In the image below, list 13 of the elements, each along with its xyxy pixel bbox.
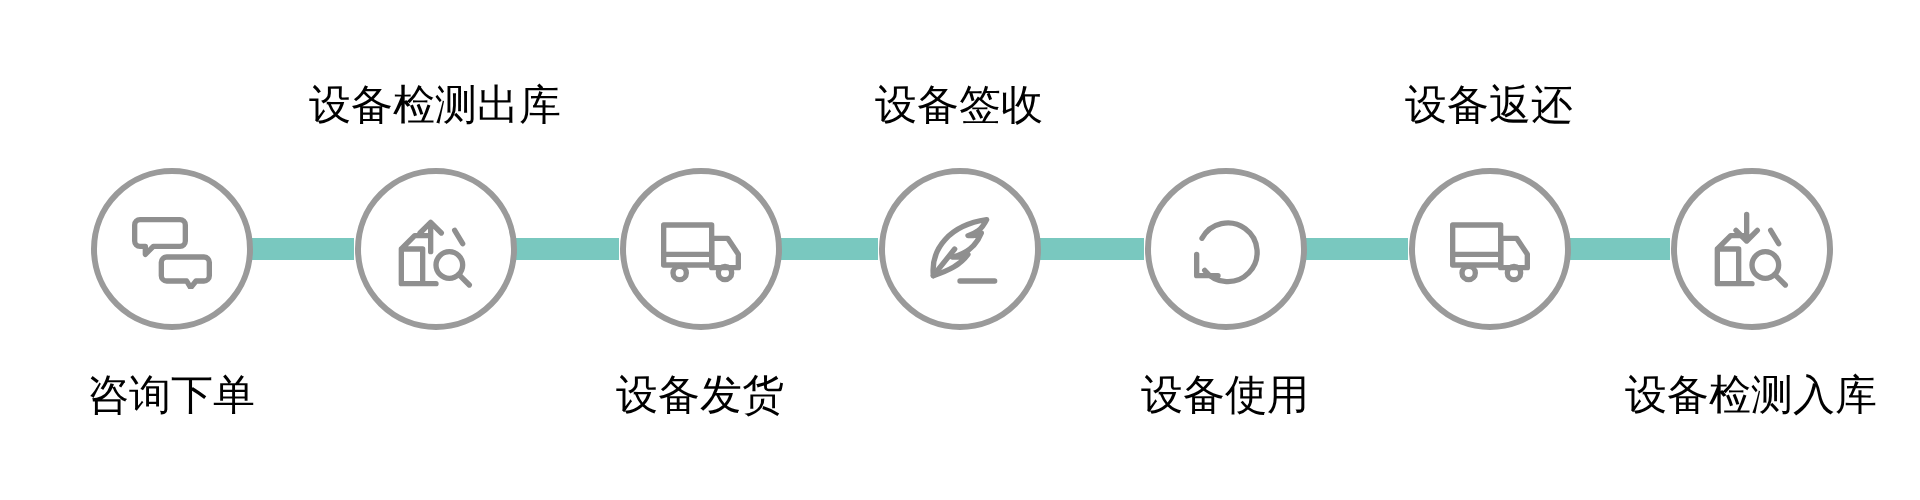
connector-bar xyxy=(1570,238,1670,260)
connector-bar xyxy=(1040,238,1144,260)
connector-bar xyxy=(781,238,878,260)
step-label: 咨询下单 xyxy=(87,370,255,420)
step-label: 设备返还 xyxy=(1405,80,1573,130)
connector-bar xyxy=(516,238,619,260)
step-label: 设备签收 xyxy=(875,80,1043,130)
connector-bar xyxy=(252,238,354,260)
connector-bar xyxy=(1306,238,1408,260)
step-label: 设备检测出库 xyxy=(309,80,561,130)
step-label: 设备发货 xyxy=(616,370,784,420)
step-label: 设备检测入库 xyxy=(1625,370,1877,420)
step-label: 设备使用 xyxy=(1141,370,1309,420)
